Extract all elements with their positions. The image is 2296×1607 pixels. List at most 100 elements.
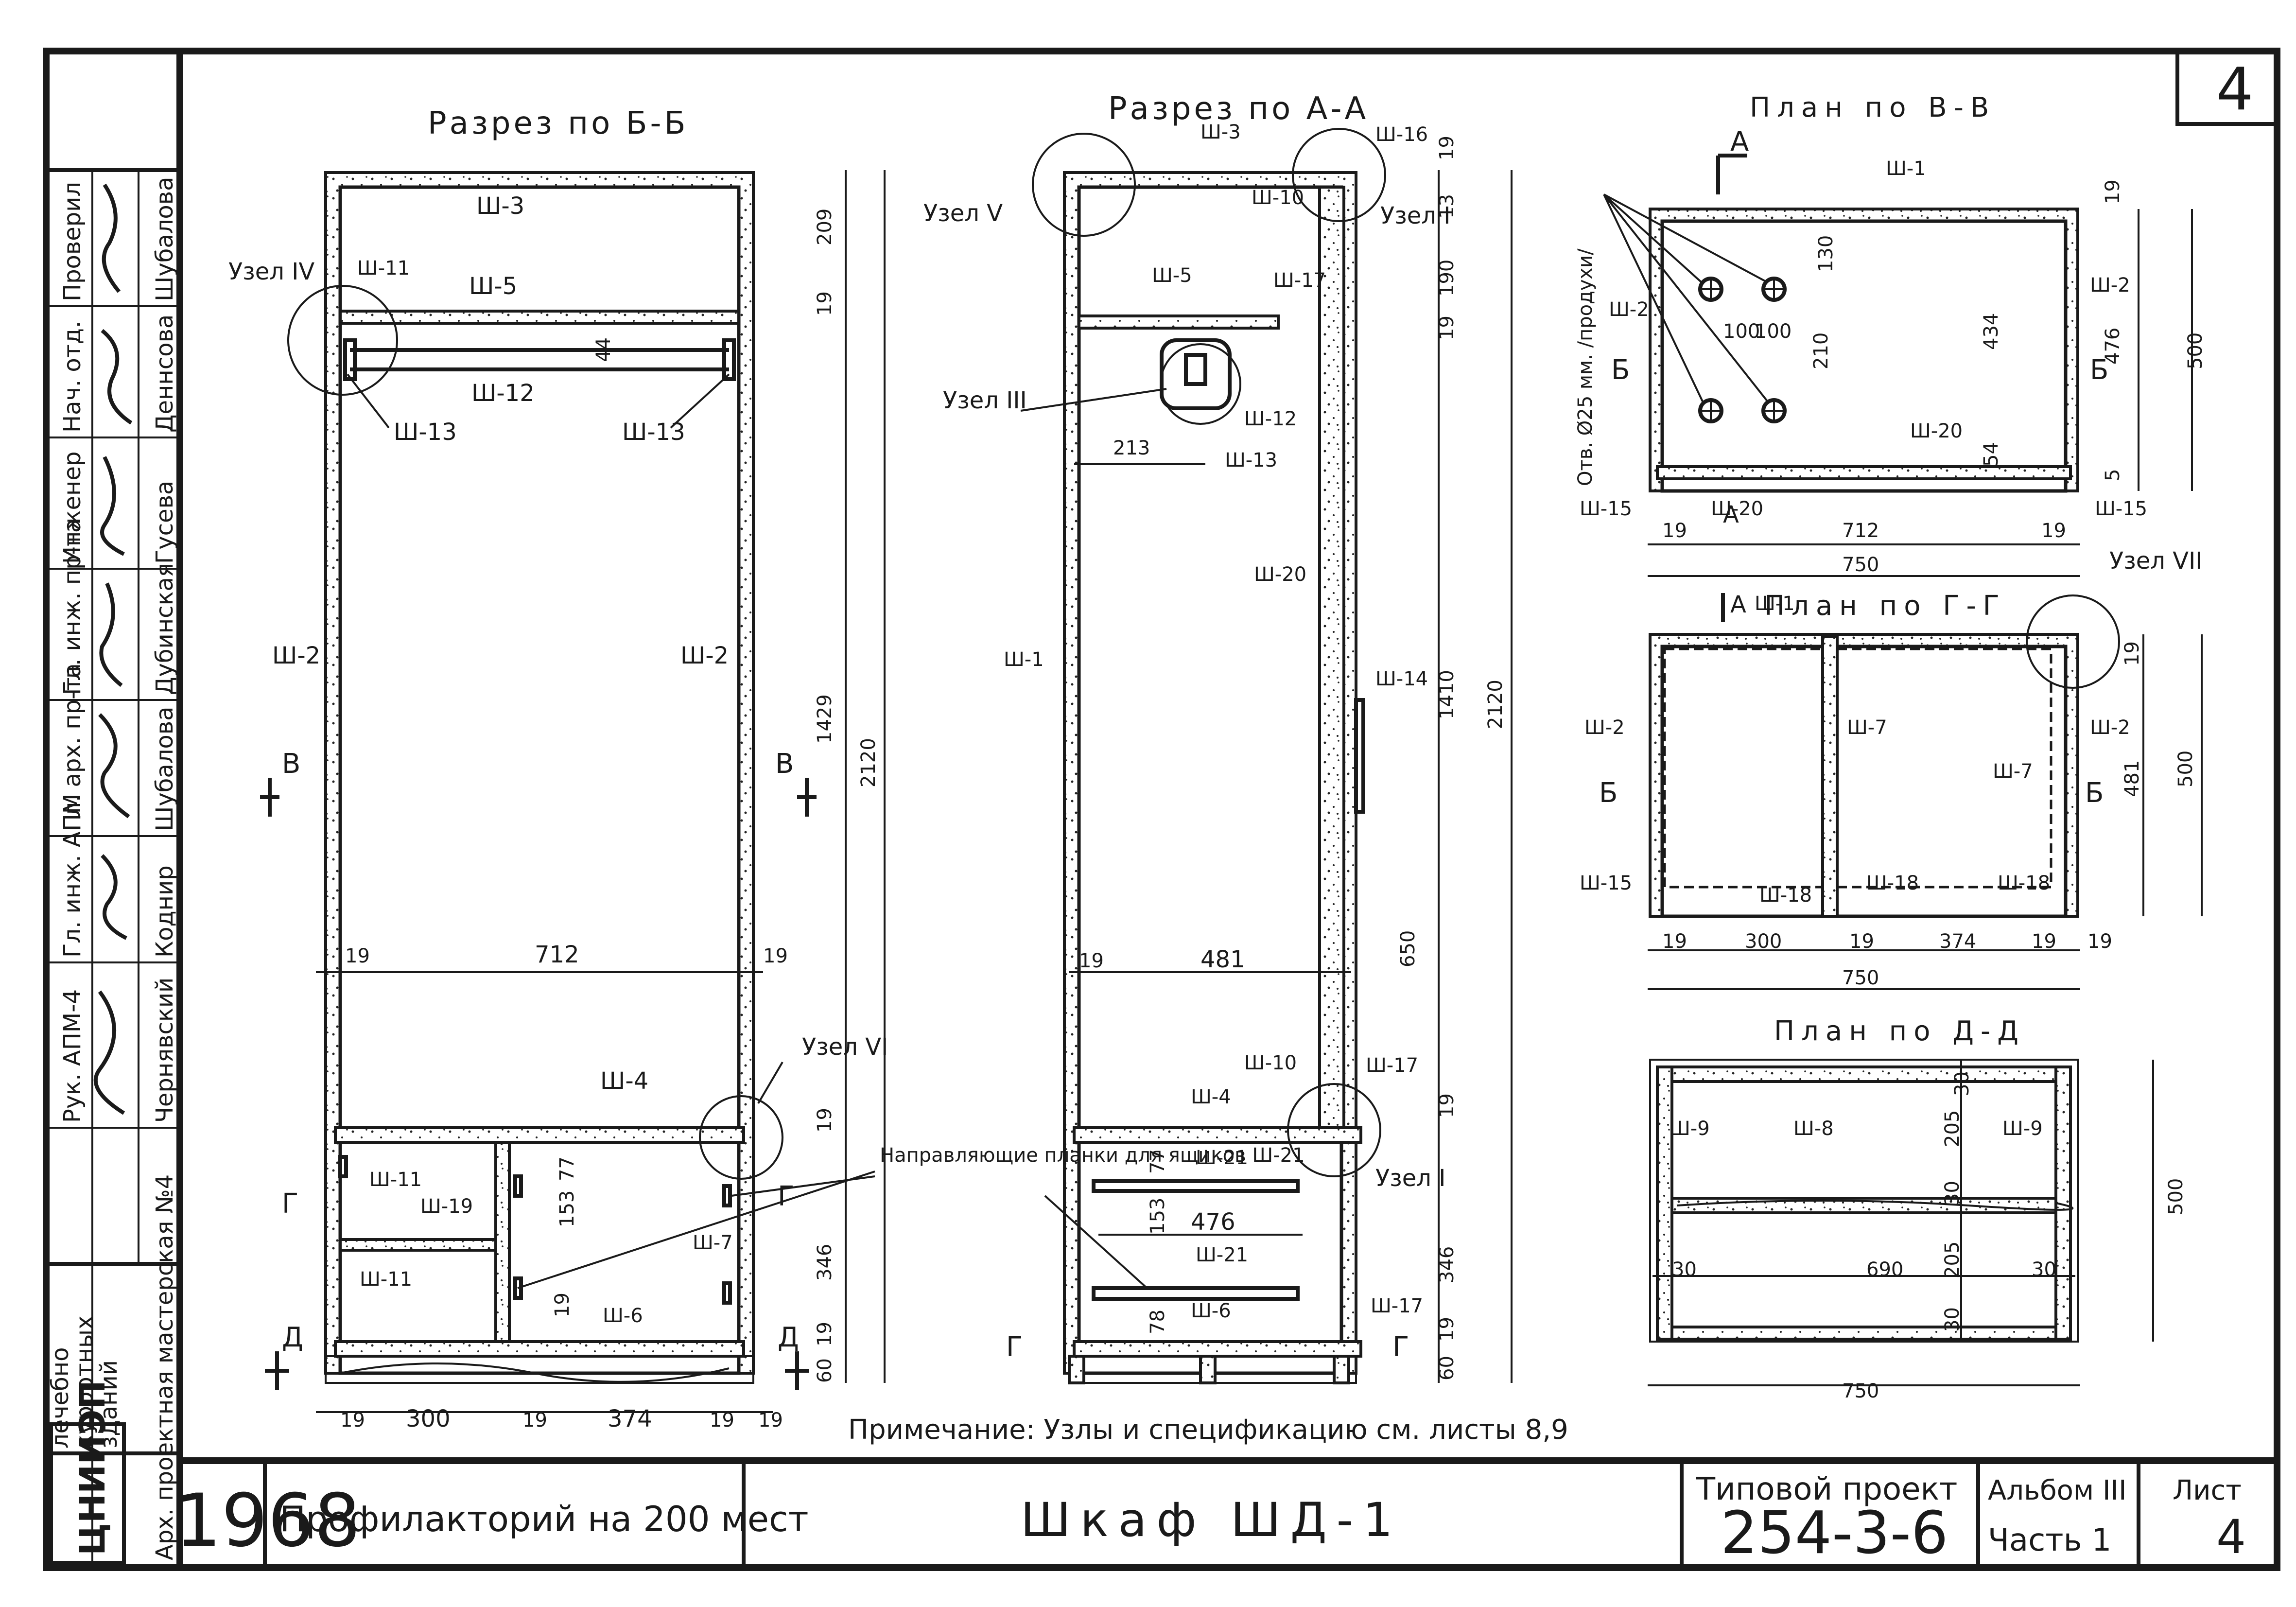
dimension: 30 <box>2032 1258 2056 1281</box>
dimension: 153 <box>1147 1198 1169 1235</box>
dimension: 712 <box>535 941 579 968</box>
part-label: Ш-7 <box>693 1232 733 1254</box>
section-mark: В <box>282 748 300 780</box>
dimension: 78 <box>1147 1310 1169 1334</box>
dimension: 60 <box>1436 1356 1458 1380</box>
part-label: Ш-18 <box>1759 884 1812 907</box>
typical-project-code: 254-3-6 <box>1721 1500 1948 1567</box>
part-label: Ш-5 <box>469 273 517 300</box>
part-label: Ш-2 <box>2090 716 2130 739</box>
dimension: 210 <box>1810 332 1832 369</box>
item-name: Шкаф ШД-1 <box>1021 1493 1402 1547</box>
dimension: 54 <box>1980 442 2002 467</box>
signature-mark <box>98 713 130 819</box>
part-label: Ш-2 <box>2090 274 2130 297</box>
sheet-number: 4 <box>2216 56 2253 123</box>
dimension: 19 <box>2087 930 2112 953</box>
dimension: 77 <box>556 1156 578 1181</box>
part-label: Ш-18 <box>1866 872 1919 894</box>
part-label: Ш-11 <box>369 1169 422 1191</box>
dimension: 1410 <box>1436 670 1458 719</box>
dimension: 500 <box>2184 332 2207 369</box>
dimension: 650 <box>1397 930 1419 967</box>
dimension: 213 <box>1113 437 1150 459</box>
signature-name: Дубинская <box>151 563 178 695</box>
dimension: 750 <box>1842 967 1879 989</box>
sheet-value: 4 <box>2216 1510 2246 1564</box>
part-label: Ш-14 <box>1375 668 1428 690</box>
dimension: 100 <box>1755 320 1792 343</box>
dimension: 300 <box>1745 930 1782 953</box>
dimension: 19 <box>1436 1317 1458 1342</box>
dimension: 2120 <box>1484 680 1507 729</box>
part-label: Ш-9 <box>1670 1118 1710 1140</box>
dimension: 30 <box>1951 1071 1973 1096</box>
dimension: 153 <box>556 1190 578 1227</box>
dimension: 13 <box>1436 194 1458 219</box>
dimension: 19 <box>2041 520 2066 542</box>
signature-name: Шубалова <box>151 177 178 302</box>
org-line: курортных <box>71 1316 98 1449</box>
part-label: Ш-20 <box>1910 420 1963 442</box>
dimension: 19 <box>814 1108 836 1133</box>
guides-note: Направляющие планки для ящиков Ш-21 <box>880 1144 1305 1167</box>
dimension: 346 <box>1436 1246 1458 1283</box>
dimension: 19 <box>2032 930 2056 953</box>
plan-vv: План по В-В Отв. Ø25 мм. /продухи/ Ш-1 Ш… <box>1574 92 2207 577</box>
section-mark: А <box>1730 591 1746 618</box>
guides-callout: Направляющие планки для ящиков Ш-21 <box>517 1144 1305 1289</box>
part-label: Ш-2 <box>1584 716 1625 739</box>
dimension: 19 <box>763 945 788 967</box>
plan-gg: План по Г-Г Узел VII Ш-1 Ш-2 Ш-7 Ш-7 Ш-2… <box>1580 547 2203 990</box>
node-circle <box>1160 343 1241 425</box>
dimension: 500 <box>2165 1178 2187 1215</box>
view-title: План по Г-Г <box>1764 590 2006 622</box>
signature-role: Гл. арх. пр-та <box>59 663 86 831</box>
part-label: Ш-13 <box>1225 449 1277 472</box>
part-label: Ш-21 <box>1196 1244 1248 1266</box>
part-label: Ш-15 <box>1580 498 1632 520</box>
dimension: 750 <box>1842 554 1879 576</box>
view-title: План по В-В <box>1750 92 1996 123</box>
part-label: Ш-19 <box>420 1195 473 1218</box>
part-label: Ш-4 <box>1191 1086 1231 1108</box>
section-mark: Д <box>282 1322 303 1353</box>
signature-strip: Проверил Шубалова Нач. отд. Деннсова Инж… <box>44 51 180 1568</box>
part-label: Ш-17 <box>1273 269 1326 292</box>
dimension: 19 <box>1079 950 1104 972</box>
part-label: Ш-8 <box>1793 1118 1834 1140</box>
part-label: Ш-11 <box>360 1268 412 1291</box>
part-label: Ш-2 <box>680 642 729 669</box>
dimension: 5 <box>2102 469 2124 481</box>
dimension: 19 <box>522 1409 547 1432</box>
section-mark: Б <box>1611 354 1630 386</box>
dimension: 19 <box>1849 930 1874 953</box>
dimension: 374 <box>1939 930 1976 953</box>
signature-name: Коднир <box>151 865 178 958</box>
dimension: 19 <box>758 1409 783 1432</box>
part-label: Ш-1 <box>1886 157 1926 180</box>
signature-name: Чернявский <box>151 978 178 1123</box>
section-mark: Д <box>778 1322 799 1353</box>
part-label: Ш-7 <box>1847 716 1887 739</box>
signature-role: Нач. отд. <box>59 321 86 433</box>
dimension: 690 <box>1866 1258 1903 1281</box>
signature-mark <box>102 183 121 293</box>
dimension: 44 <box>592 337 615 362</box>
node-circle <box>1292 128 1386 222</box>
dimension: 300 <box>406 1405 451 1432</box>
dimension: 434 <box>1980 313 2002 350</box>
part-label: Ш-21 <box>1196 1147 1248 1169</box>
title-block: 1968 Профилакторий на 200 мест Шкаф ШД-1… <box>175 1461 2246 1568</box>
typical-project-label: Типовой проект <box>1696 1471 1957 1507</box>
part-label: Ш-17 <box>1371 1295 1423 1317</box>
section-mark: Б <box>2085 777 2104 809</box>
dimension: 60 <box>814 1358 836 1383</box>
signature-mark <box>99 582 123 687</box>
section-mark: Г <box>778 1181 794 1212</box>
signature-mark <box>101 854 127 940</box>
dimension: 19 <box>1436 315 1458 340</box>
section-mark: В <box>775 748 794 780</box>
part-label: Ш-1 <box>1755 593 1795 615</box>
dimension: 476 <box>1191 1208 1235 1236</box>
